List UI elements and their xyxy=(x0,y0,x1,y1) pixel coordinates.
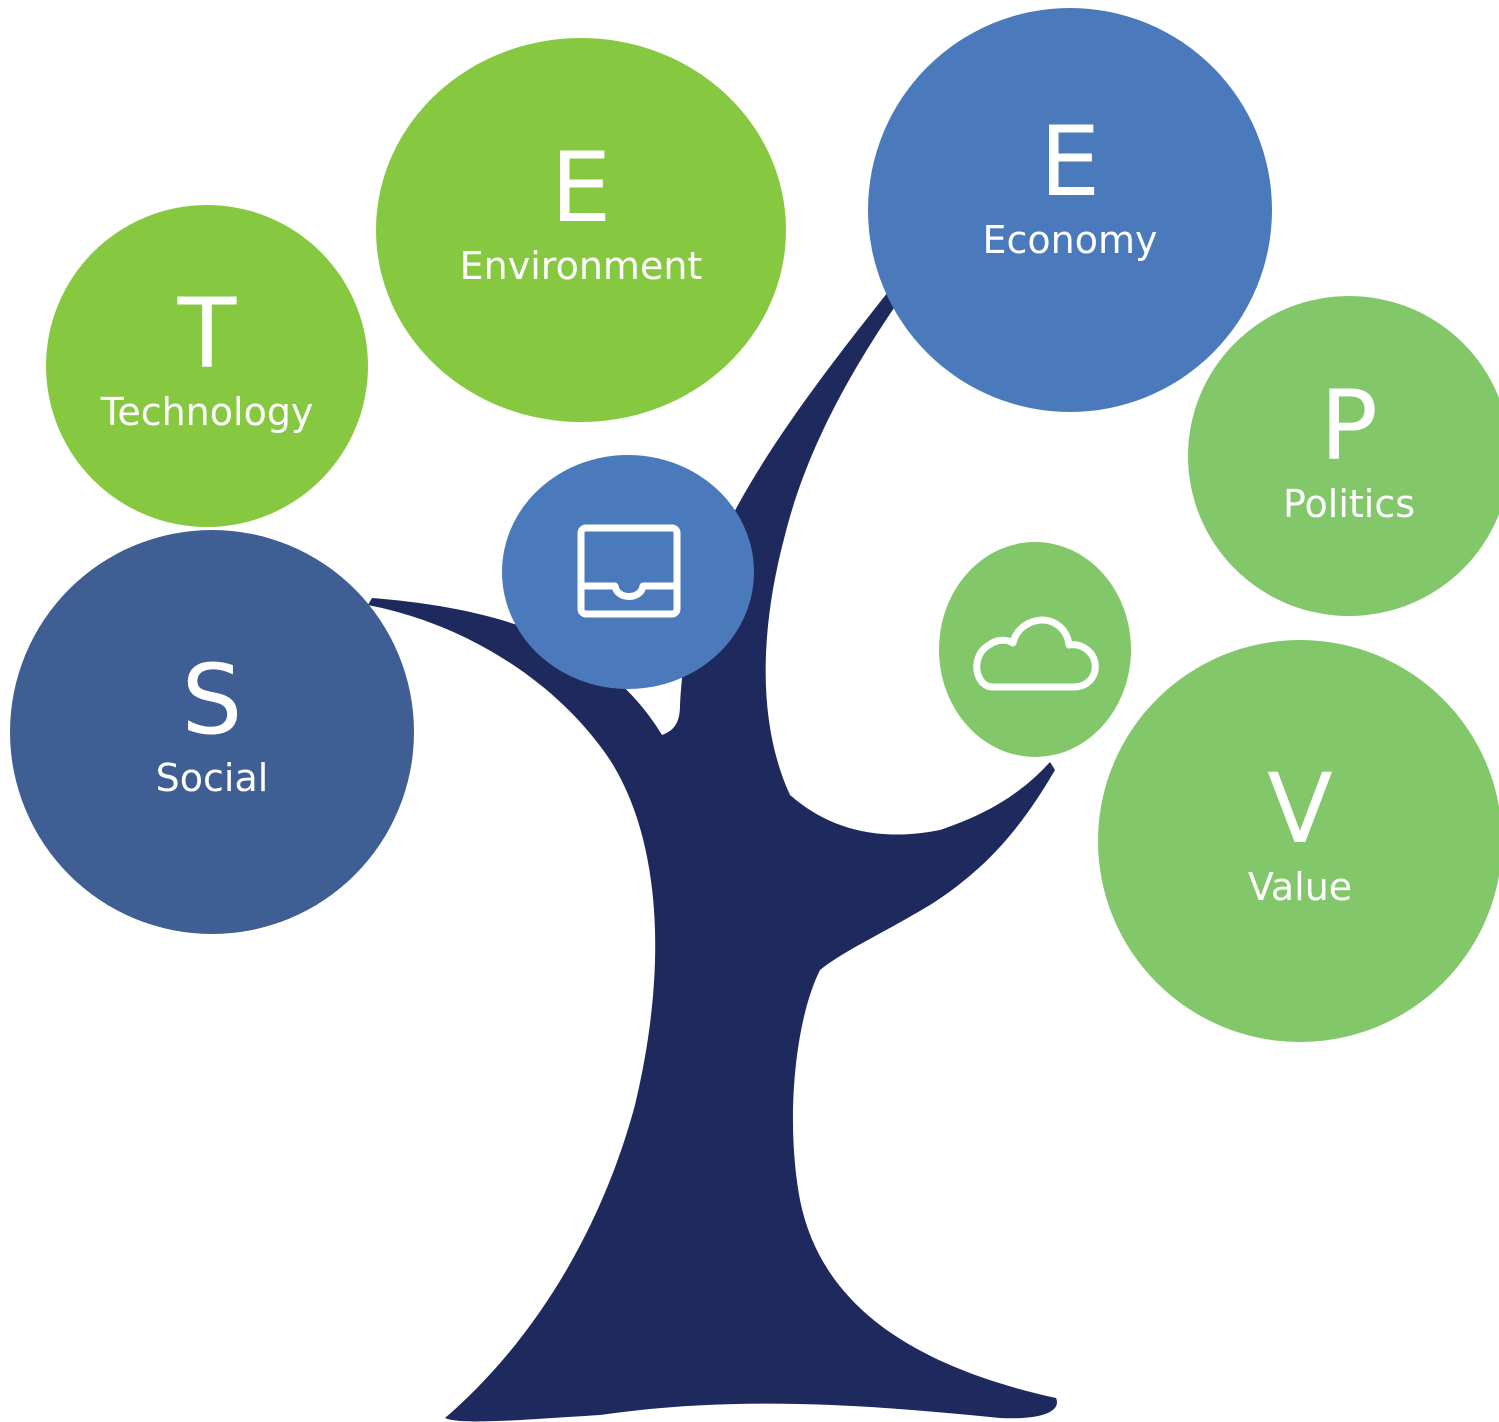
node-environment-label: Environment xyxy=(459,244,703,289)
inbox-tray-icon xyxy=(577,524,681,618)
node-social: S Social xyxy=(10,530,414,934)
node-politics-letter: P xyxy=(1320,370,1378,483)
node-value-letter: V xyxy=(1267,753,1333,866)
node-economy-label: Economy xyxy=(982,218,1158,263)
node-politics-label: Politics xyxy=(1282,482,1416,527)
node-economy-letter: E xyxy=(1039,106,1101,219)
trunk-shape xyxy=(368,292,1057,1422)
cloud-circle xyxy=(939,542,1131,757)
node-politics: P Politics xyxy=(1188,296,1499,616)
cloud-icon xyxy=(973,616,1099,690)
node-technology: T Technology xyxy=(46,205,368,527)
node-economy: E Economy xyxy=(868,8,1272,412)
node-value: V Value xyxy=(1098,640,1499,1042)
node-technology-label: Technology xyxy=(100,390,314,435)
node-social-letter: S xyxy=(181,644,243,757)
node-social-label: Social xyxy=(155,756,269,801)
node-value-label: Value xyxy=(1247,865,1353,910)
node-environment: E Environment xyxy=(376,38,786,422)
node-environment-letter: E xyxy=(550,132,612,245)
inbox-circle xyxy=(502,455,754,689)
node-technology-letter: T xyxy=(177,278,237,391)
